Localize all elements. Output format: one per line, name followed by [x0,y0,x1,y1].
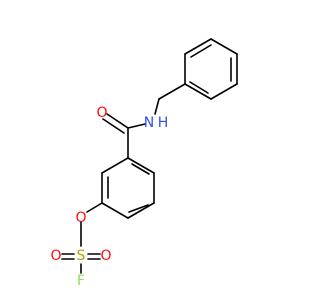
sulfonyl-oxygen-right-label: O [100,248,111,264]
bond-phenyl-inner-3 [189,81,209,94]
bond-phenyl-inner-1 [190,44,212,58]
bond-ring-ether-oxygen [86,202,103,213]
bond-center-ring-4 [101,202,129,219]
sulfonyl-oxygen-left-label: O [50,248,61,264]
bond-phenyl-4 [210,83,238,100]
bond-center-ring-3 [127,202,155,219]
bond-carbonyl-o-inner [102,118,125,134]
bond-ch2-n [154,98,160,115]
amide-nitrogen-label: N [144,115,154,131]
bond-center-ring-inner-1 [131,163,150,175]
bond-carbonyl-o-outer [106,113,129,129]
bonds [61,38,238,274]
bond-center-ring-1 [127,157,155,174]
atom-labels: O N H O S O O F [50,105,168,289]
ether-oxygen-label: O [75,210,86,226]
bond-phenyl-2 [210,38,238,55]
bond-benzylic [158,83,186,100]
bond-phenyl-1 [184,38,212,55]
chemical-structure-diagram: O N H O S O O F [50,38,238,289]
bond-phenyl-5 [184,83,212,100]
carbonyl-oxygen-label: O [96,105,107,121]
amide-hydrogen-label: H [158,115,169,131]
bond-n-carbonyl [127,123,146,129]
sulfur-label: S [77,248,86,264]
bond-center-ring-inner-2 [128,204,149,213]
bond-center-ring-6 [101,157,129,174]
fluorine-label: F [77,273,85,289]
